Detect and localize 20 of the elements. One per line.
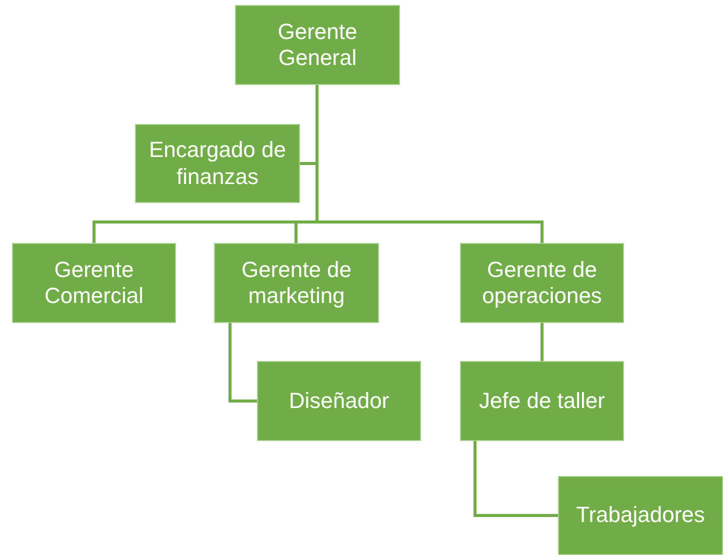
org-box: [558, 476, 723, 555]
box-label: Gerente General: [276, 18, 358, 72]
box-label: Gerente de marketing: [240, 256, 353, 310]
connector-line: [540, 323, 544, 361]
org-box: [460, 243, 624, 323]
box-label: Encargado de finanzas: [148, 137, 287, 190]
org-box: [12, 243, 176, 323]
box-label: Diseñador: [288, 388, 390, 414]
org-box: [214, 243, 379, 323]
box-label: Gerente de operaciones: [481, 256, 603, 310]
box-label: Jefe de taller: [479, 388, 605, 414]
connector-line: [228, 323, 257, 402]
box-label: Trabajadores: [576, 502, 705, 529]
org-box: [235, 5, 400, 85]
org-box: [135, 124, 300, 203]
org-box: [460, 361, 624, 441]
connector-line: [474, 441, 558, 517]
connector-line: [316, 85, 544, 243]
org-box: [257, 361, 421, 441]
box-label: Gerente Comercial: [43, 256, 145, 310]
